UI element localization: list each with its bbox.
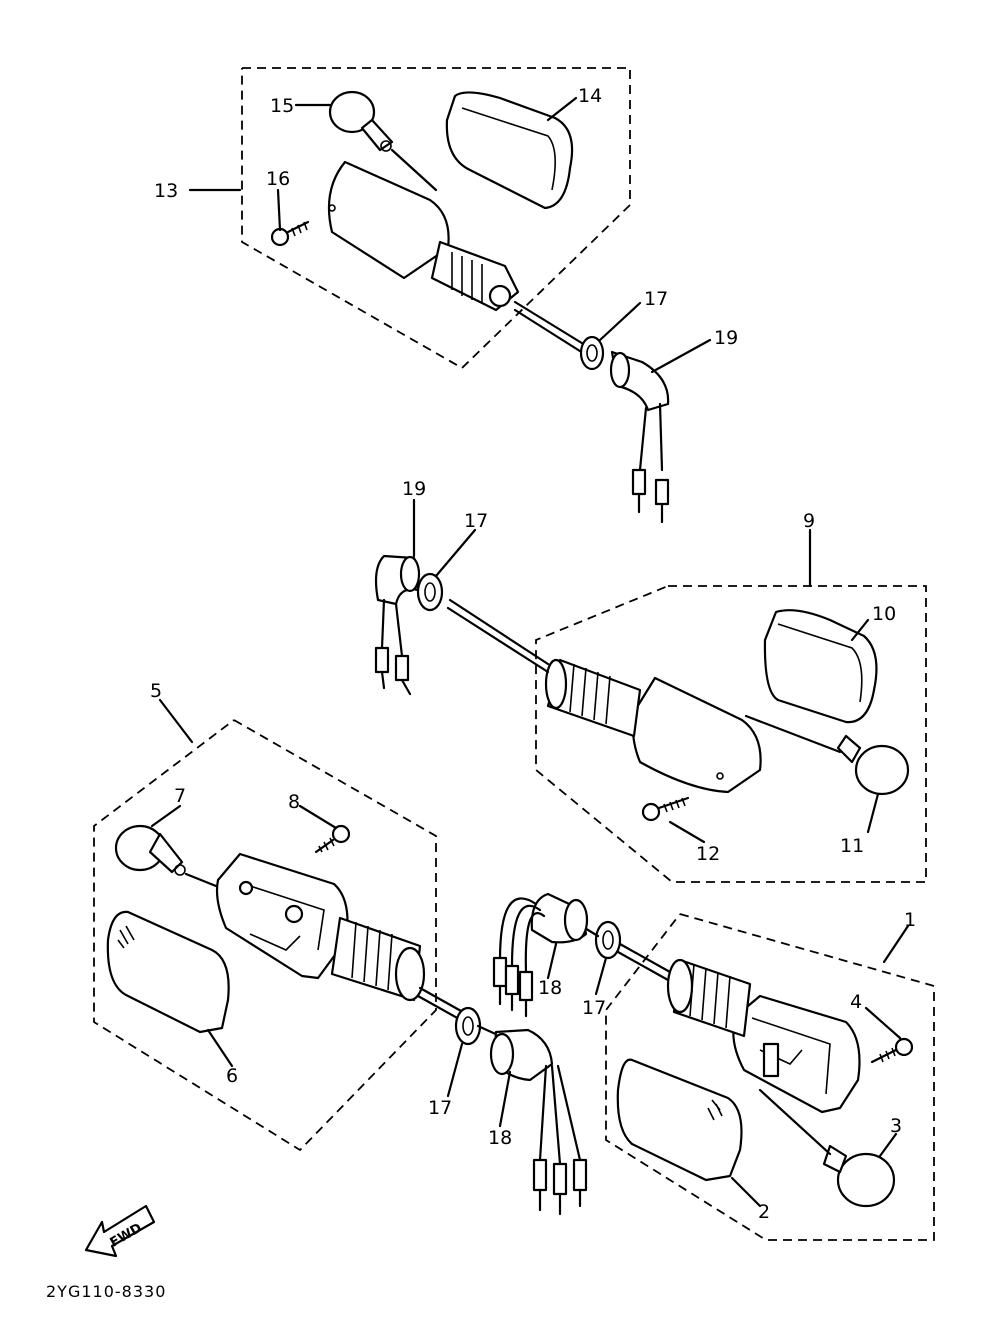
figure-code: 2YG110-8330 bbox=[46, 1282, 166, 1301]
callout-17-right: 17 bbox=[582, 997, 606, 1019]
assembly-13-boundary bbox=[241, 67, 631, 370]
callout-11: 11 bbox=[840, 835, 864, 857]
callout-10: 10 bbox=[872, 603, 896, 625]
callout-19-top: 19 bbox=[714, 327, 738, 349]
cover-19a bbox=[609, 350, 670, 524]
grommet-17a bbox=[579, 335, 605, 371]
lens-2 bbox=[616, 1058, 743, 1182]
callout-12: 12 bbox=[696, 843, 720, 865]
screw-4 bbox=[870, 1037, 914, 1064]
lens-10 bbox=[763, 609, 878, 724]
bulb-3 bbox=[822, 1144, 896, 1208]
callout-2: 2 bbox=[758, 1201, 770, 1223]
assembly-9-boundary bbox=[535, 585, 927, 883]
grommet-17c bbox=[454, 1006, 482, 1046]
assembly-5-group bbox=[93, 719, 437, 1152]
grommet-17d bbox=[594, 920, 622, 960]
callout-8: 8 bbox=[288, 791, 300, 813]
assembly-13-group bbox=[241, 67, 631, 370]
callout-17-top: 17 bbox=[644, 288, 668, 310]
screw-8 bbox=[314, 824, 351, 854]
lens-6 bbox=[106, 910, 230, 1034]
cover-19b bbox=[374, 554, 421, 696]
callout-19-mid: 19 bbox=[402, 478, 426, 500]
callout-17-left: 17 bbox=[428, 1097, 452, 1119]
callout-5: 5 bbox=[150, 680, 162, 702]
callout-13: 13 bbox=[154, 180, 178, 202]
screw-16 bbox=[270, 220, 310, 247]
bulb-11 bbox=[836, 734, 910, 796]
assembly-5-boundary bbox=[93, 719, 437, 1152]
fwd-arrow-icon: FWD bbox=[84, 1204, 156, 1258]
callout-18-left: 18 bbox=[488, 1127, 512, 1149]
grommet-17b bbox=[416, 572, 444, 612]
leader-lines bbox=[150, 96, 910, 1208]
assembly-9-group bbox=[535, 585, 927, 883]
screw-12 bbox=[641, 796, 690, 822]
housing-1 bbox=[732, 994, 861, 1114]
lens-14 bbox=[445, 91, 574, 210]
cover-18a bbox=[489, 1028, 588, 1216]
callout-7: 7 bbox=[174, 785, 186, 807]
callout-16: 16 bbox=[266, 168, 290, 190]
bulb-15 bbox=[328, 90, 394, 152]
cover-18b bbox=[492, 892, 589, 1018]
callout-14: 14 bbox=[578, 85, 602, 107]
callout-15: 15 bbox=[270, 95, 294, 117]
assembly-1-group bbox=[605, 913, 935, 1241]
callout-18-right: 18 bbox=[538, 977, 562, 999]
housing-5 bbox=[215, 852, 349, 980]
bulb-7 bbox=[114, 824, 186, 876]
callout-4: 4 bbox=[850, 991, 862, 1013]
callout-17-mid: 17 bbox=[464, 510, 488, 532]
callout-3: 3 bbox=[890, 1115, 902, 1137]
housing-13 bbox=[327, 160, 450, 280]
callout-6: 6 bbox=[226, 1065, 238, 1087]
housing-9 bbox=[631, 676, 762, 794]
callout-labels: 13 15 14 16 17 19 19 17 9 10 11 12 5 7 8… bbox=[150, 85, 916, 1223]
callout-9: 9 bbox=[803, 510, 815, 532]
callout-1: 1 bbox=[904, 909, 916, 931]
